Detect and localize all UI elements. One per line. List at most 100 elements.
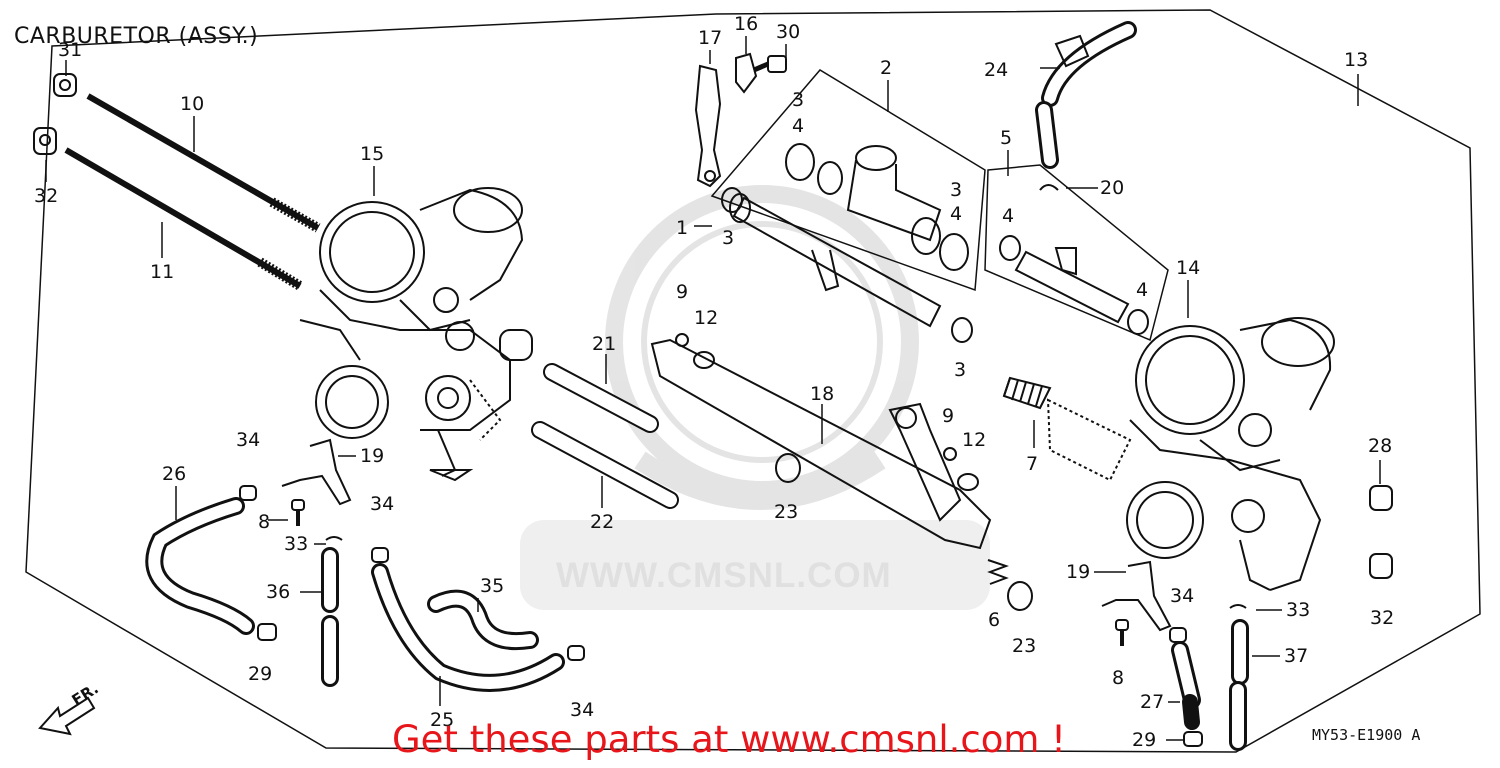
callout-4b: 4 — [950, 203, 962, 225]
callout-15: 15 — [360, 143, 384, 165]
callout-3a: 3 — [792, 89, 804, 111]
rod-22 — [531, 421, 679, 509]
carburetor-left-15 — [299, 187, 533, 482]
bracket-17 — [694, 64, 722, 188]
callout-19a: 19 — [360, 445, 384, 467]
callout-23a: 23 — [774, 501, 798, 523]
front-direction-arrow — [38, 696, 96, 736]
callout-36: 36 — [266, 581, 290, 603]
callout-31: 31 — [58, 39, 82, 61]
assembly-outline — [25, 9, 1481, 753]
clip-20 — [1039, 184, 1059, 191]
hose-35 — [427, 589, 539, 650]
nut-32-right — [1369, 553, 1393, 579]
carburetor-right-14 — [1126, 317, 1335, 591]
clip-16 — [735, 52, 758, 94]
clip-34a — [239, 485, 257, 501]
leader-lines — [45, 36, 1381, 741]
washer-12a — [693, 351, 715, 369]
screw-30 — [753, 55, 787, 73]
callout-13: 13 — [1344, 49, 1368, 71]
callout-34d: 34 — [1170, 585, 1194, 607]
callout-29a: 29 — [248, 663, 272, 685]
cta-link[interactable]: Get these parts at www.cmsnl.com ! — [392, 718, 1067, 761]
clip-34d — [1169, 627, 1187, 643]
screw-8b — [1115, 619, 1129, 646]
washer-12b — [957, 473, 979, 491]
t-joint-19-left — [281, 438, 352, 506]
callout-25: 25 — [430, 709, 454, 731]
nut-32-left — [33, 127, 57, 155]
cms-watermark-text-bg — [520, 520, 990, 610]
callout-17: 17 — [698, 27, 722, 49]
hose-26 — [145, 497, 255, 635]
screw-9b — [943, 447, 957, 461]
stud-bolt-11 — [64, 147, 303, 291]
callout-30: 30 — [776, 21, 800, 43]
callout-34c: 34 — [570, 699, 594, 721]
diagram-code: MY53-E1900 A — [1312, 726, 1421, 744]
clip-34b — [371, 547, 389, 563]
hose-37 — [1229, 619, 1249, 751]
callout-14: 14 — [1176, 257, 1200, 279]
clip-33b — [1229, 604, 1247, 609]
nut-31 — [53, 73, 77, 97]
cap-23a — [775, 453, 801, 483]
callout-3c: 3 — [722, 227, 734, 249]
group-5-outline — [984, 164, 1169, 342]
hose-27 — [1171, 641, 1201, 730]
clip-29a — [257, 623, 277, 641]
callout-32-right: 32 — [1370, 607, 1394, 629]
callout-16: 16 — [734, 13, 758, 35]
callout-6: 6 — [988, 609, 1000, 631]
rod-21 — [543, 363, 659, 433]
callout-34b: 34 — [370, 493, 394, 515]
callout-26: 26 — [162, 463, 186, 485]
screw-9a — [675, 333, 689, 347]
stud-bolt-10 — [86, 93, 321, 233]
callout-22: 22 — [590, 511, 614, 533]
callout-8b: 8 — [1112, 667, 1124, 689]
o-ring-4c — [999, 235, 1021, 261]
callout-2: 2 — [880, 57, 892, 79]
callout-12a: 12 — [694, 307, 718, 329]
watermark-url: WWW.CMSNL.COM — [556, 556, 892, 595]
callout-18: 18 — [810, 383, 834, 405]
callout-21: 21 — [592, 333, 616, 355]
callout-8a: 8 — [258, 511, 270, 533]
callout-28: 28 — [1368, 435, 1392, 457]
callout-29b: 29 — [1132, 729, 1156, 751]
callout-34a: 34 — [236, 429, 260, 451]
callout-5: 5 — [1000, 127, 1012, 149]
callout-33a: 33 — [284, 533, 308, 555]
callout-9b: 9 — [942, 405, 954, 427]
callout-9a: 9 — [676, 281, 688, 303]
callout-1: 1 — [676, 217, 688, 239]
spring-6 — [987, 559, 1009, 585]
nut-28 — [1369, 485, 1393, 511]
callout-4d: 4 — [1136, 279, 1148, 301]
callout-4a: 4 — [792, 115, 804, 137]
t-joint-19-right — [1101, 560, 1172, 632]
hose-25 — [371, 563, 565, 692]
o-ring-4b — [939, 233, 969, 271]
callout-11: 11 — [150, 261, 174, 283]
callout-23b: 23 — [1012, 635, 1036, 657]
callout-7: 7 — [1026, 453, 1038, 475]
fuel-joint-2 — [817, 145, 942, 255]
joint-pipe-5 — [1014, 247, 1130, 324]
callout-numbers: 31 32 10 11 15 17 16 30 2 3 4 3 4 3 3 1 … — [34, 13, 1394, 751]
boot-7 — [1002, 376, 1132, 482]
callout-4c: 4 — [1002, 205, 1014, 227]
callout-12b: 12 — [962, 429, 986, 451]
cms-watermark-logo — [605, 185, 919, 510]
callout-19b: 19 — [1066, 561, 1090, 583]
clip-33a — [325, 536, 343, 541]
hose-24 — [1035, 21, 1137, 169]
callout-32-left: 32 — [34, 185, 58, 207]
o-ring-4a — [785, 143, 815, 181]
callout-3d: 3 — [954, 359, 966, 381]
o-ring-4d — [1127, 309, 1149, 335]
callout-37: 37 — [1284, 645, 1308, 667]
